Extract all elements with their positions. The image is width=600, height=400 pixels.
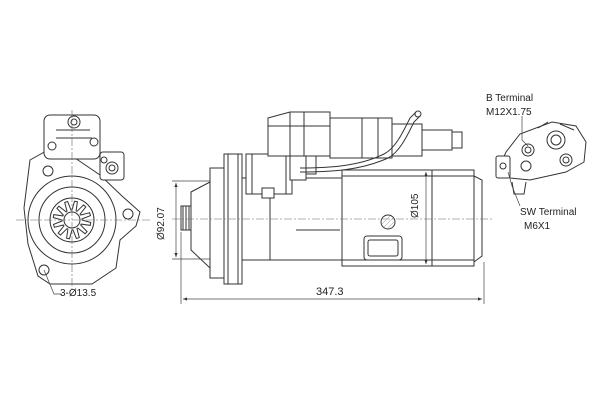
side-view: Ø92.07 Ø105 347.3 xyxy=(156,110,492,304)
flange-diameter-label: Ø92.07 xyxy=(156,207,167,240)
rear-housing xyxy=(499,121,587,181)
overall-length-label: 347.3 xyxy=(316,286,344,298)
mount-hole-top xyxy=(42,165,54,177)
side-flange xyxy=(209,167,225,279)
mount-hole-bottom xyxy=(38,264,50,276)
body-diameter-label: Ø105 xyxy=(410,193,421,218)
hatched-hole xyxy=(380,214,396,230)
b-terminal-stud xyxy=(546,130,566,150)
front-view: 3-Ø13.5 xyxy=(16,110,150,299)
sw-terminal-stud xyxy=(520,160,532,172)
motor-end-housing xyxy=(431,169,475,267)
sw-terminal-thread: M6X1 xyxy=(524,221,551,232)
rear-view xyxy=(495,116,587,207)
wire-harness xyxy=(299,111,417,169)
drive-housing-nose xyxy=(190,181,211,270)
mount-hole-right xyxy=(122,208,134,220)
sw-terminal-label: SW Terminal xyxy=(520,207,577,218)
b-terminal-thread: M12X1.75 xyxy=(486,107,532,118)
relay-box xyxy=(267,111,331,157)
b-terminal-label: B Terminal xyxy=(486,93,533,104)
holes-label: 3-Ø13.5 xyxy=(60,288,97,299)
name-plate xyxy=(363,235,403,261)
